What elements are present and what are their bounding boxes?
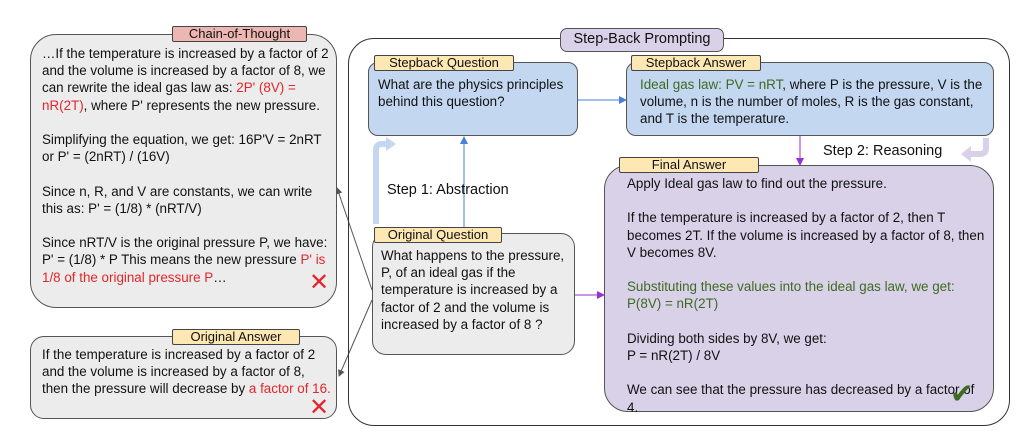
arrow-to-original-answer <box>338 299 373 377</box>
final-answer-p4b: P = nR(2T) / 8V <box>627 347 721 363</box>
final-answer-p3: Substituting these values into the ideal… <box>627 279 955 312</box>
stepback-question-text: What are the physics principles behind t… <box>378 77 564 110</box>
stepback-answer-rest: , where P is the pressure, V is the volu… <box>640 77 983 127</box>
checkmark-icon: ✔ <box>950 377 974 410</box>
final-answer-box <box>604 165 994 412</box>
final-answer-p5: We can see that the pressure has decreas… <box>627 382 975 415</box>
step1-label: Step 1: Abstraction <box>387 182 509 198</box>
original-question-box <box>372 233 575 355</box>
final-answer-p4a: Dividing both sides by 8V, we get: <box>627 330 827 346</box>
stepback-answer-text: Ideal gas law: PV = nRT, where P is the … <box>640 76 990 128</box>
original-answer-a: If the temperature is increased by a fac… <box>42 347 316 397</box>
stepback-question-box <box>368 62 578 136</box>
wrong-cross-icon: ✕ <box>309 268 330 296</box>
final-answer-p1: Apply Ideal gas law to find out the pres… <box>627 176 887 191</box>
stepback-answer-tag: Stepback Answer <box>631 55 761 71</box>
original-answer-tag: Original Answer <box>172 329 300 345</box>
final-answer-tag: Final Answer <box>619 157 759 173</box>
original-question-tag: Original Question <box>374 227 502 243</box>
cot-p1-red: 2P' (8V) = nR(2T) <box>42 80 296 113</box>
chain-of-thought-box <box>30 34 337 308</box>
cot-p3: Since n, R, and V are constants, we can … <box>42 183 313 216</box>
cot-p4-b: … <box>213 269 227 285</box>
cot-p2: Simplifying the equation, we get: 16P'V … <box>42 132 322 165</box>
original-answer-text: If the temperature is increased by a fac… <box>42 346 334 398</box>
step1-curve-arrow <box>373 141 388 224</box>
step2-label: Step 2: Reasoning <box>823 143 943 159</box>
step2-curve-arrow <box>970 138 989 157</box>
stepback-question-tag: Stepback Question <box>374 55 514 71</box>
arrow-to-chain-of-thought <box>335 187 373 291</box>
chain-of-thought-tag: Chain-of-Thought <box>172 26 307 42</box>
cot-p4-a: Since nRT/V is the original pressure P, … <box>42 235 328 268</box>
stepback-answer-highlight: Ideal gas law: PV = nRT <box>640 77 783 92</box>
original-question-text: What happens to the pressure, P, of an i… <box>381 248 565 332</box>
original-answer-red: a factor of 16. <box>248 381 331 397</box>
cot-p1-a: …If the temperature is increased by a fa… <box>42 46 329 96</box>
chain-of-thought-text: …If the temperature is increased by a fa… <box>42 45 334 286</box>
step-back-title: Step-Back Prompting <box>560 28 724 52</box>
cot-p1-b: , where P' represents the new pressure. <box>83 97 320 113</box>
stepback-answer-box <box>626 62 994 136</box>
original-answer-box <box>30 336 337 419</box>
cot-p4-red: P' is 1/8 of the original pressure P <box>42 252 326 285</box>
final-answer-p2: If the temperature is increased by a fac… <box>627 210 985 260</box>
wrong-cross-icon-2: ✕ <box>309 393 330 421</box>
final-answer-text: Apply Ideal gas law to find out the pres… <box>627 175 985 416</box>
